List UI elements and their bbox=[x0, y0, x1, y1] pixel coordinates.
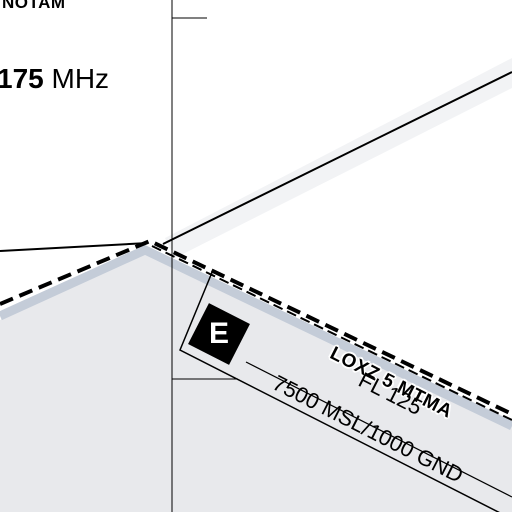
notam-label: NOTAM bbox=[2, 0, 66, 12]
airspace-label-frame bbox=[179, 269, 500, 512]
airspace-boundary-dashed-inner bbox=[151, 245, 512, 421]
boundary-halo bbox=[0, 245, 512, 431]
line-west bbox=[0, 242, 149, 252]
frequency-value: 175 bbox=[0, 63, 44, 94]
airspace-label-underline bbox=[245, 361, 512, 498]
frequency-label: 175 MHz bbox=[0, 63, 109, 95]
frequency-unit: MHz bbox=[43, 63, 110, 94]
line-northeast bbox=[162, 71, 512, 245]
airspace-shaded-area bbox=[0, 248, 512, 512]
airspace-boundary-dashed bbox=[0, 238, 512, 416]
airspace-class-letter: E bbox=[208, 316, 230, 350]
